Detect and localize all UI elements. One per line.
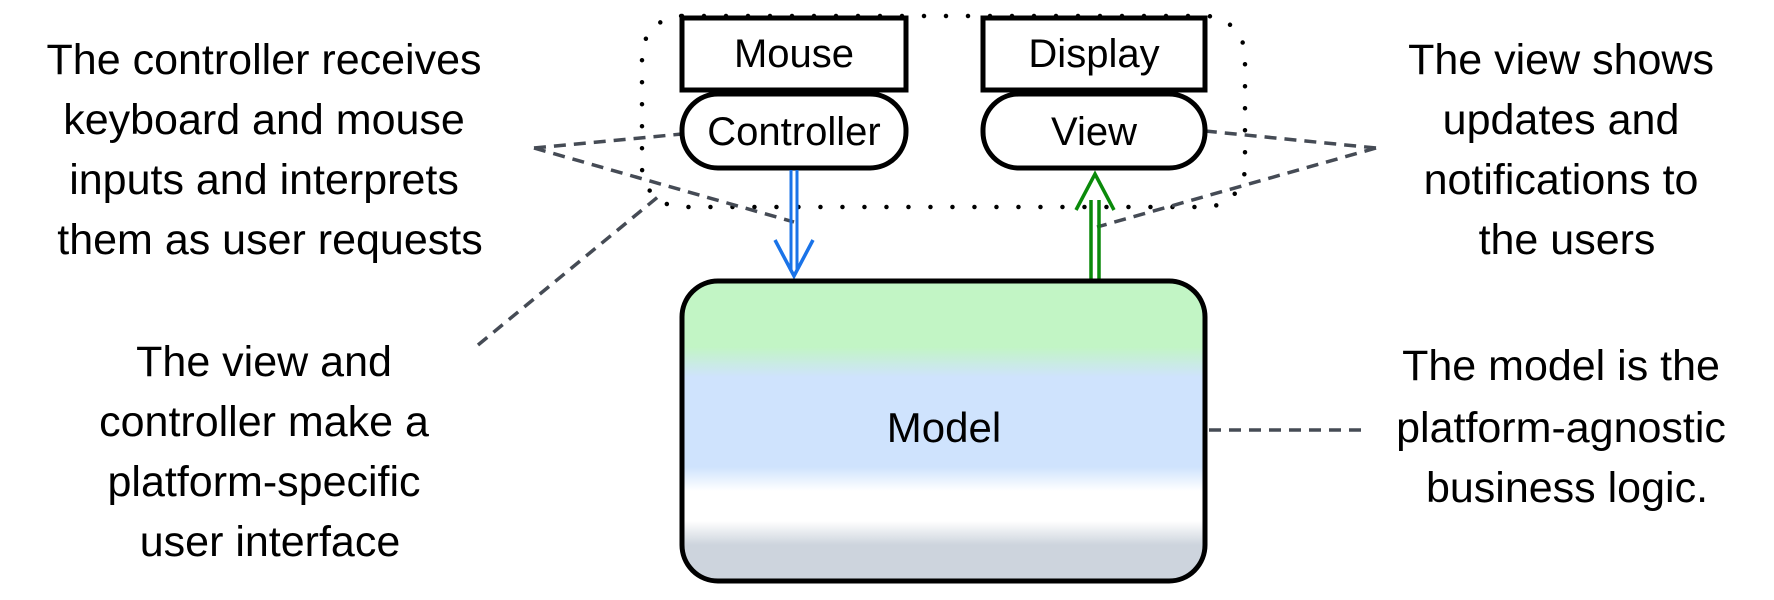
mouse-label: Mouse: [734, 32, 854, 76]
model-label: Model: [887, 404, 1001, 451]
controller-to-model-arrow: [773, 170, 815, 280]
controller-box: [679, 91, 909, 171]
model-to-view-arrow: [1074, 170, 1116, 279]
view-label: View: [1051, 110, 1137, 154]
model-note: The model is the platform-agnostic busin…: [1396, 342, 1738, 512]
leader-line: [533, 146, 795, 224]
view-box: [980, 91, 1208, 171]
leader-lines: [476, 129, 1377, 432]
controller-label: Controller: [707, 110, 880, 154]
leader-line: [1204, 129, 1377, 150]
leader-line: [1096, 146, 1377, 229]
platform-note: The view and controller make a platform-…: [99, 338, 441, 566]
model-box: [679, 278, 1208, 584]
view-note: The view shows updates and notifications…: [1408, 36, 1726, 264]
mouse-box: [679, 15, 909, 93]
leader-line: [476, 194, 661, 347]
leader-line: [533, 132, 683, 150]
controller-note: The controller receives keyboard and mou…: [47, 36, 494, 264]
display-label: Display: [1028, 32, 1159, 76]
display-box: [980, 15, 1208, 93]
